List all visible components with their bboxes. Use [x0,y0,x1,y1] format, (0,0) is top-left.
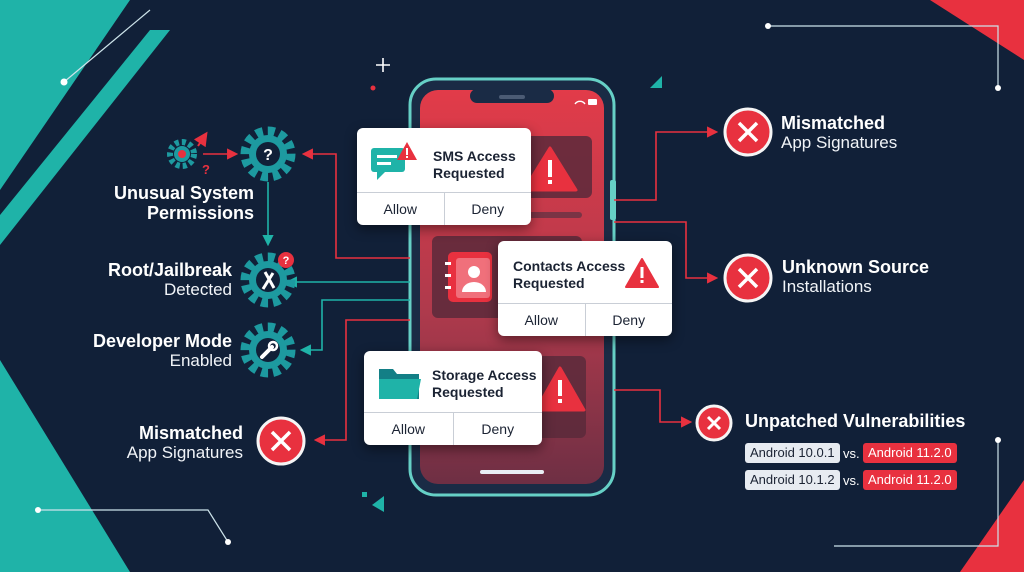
dialog-title-line2: Requested [433,164,505,181]
gear-question-icon: ? [240,126,296,182]
label-line2: Installations [782,276,872,296]
dialog-title-line2: Requested [513,274,585,291]
folder-icon [379,369,421,399]
label-line1: Unusual System [113,183,254,203]
latest-version: Android 11.2.0 [863,470,957,490]
label-line2: Permissions [146,202,254,223]
label-line2: Detected [163,279,232,299]
dialog-buttons: Allow Deny [364,412,542,445]
error-x-icon [723,107,773,157]
gear-wrench-icon: ? [240,252,296,308]
installed-version: Android 10.1.2 [745,470,840,490]
svg-text:?: ? [263,147,273,164]
dialog-buttons: Allow Deny [357,192,531,225]
small-gear-icon: ? [167,131,210,177]
allow-button[interactable]: Allow [383,201,417,217]
dialog-title-line1: SMS Access [433,148,516,164]
contacts-icon [445,252,492,302]
svg-text:?: ? [202,162,210,177]
error-x-icon [256,416,306,466]
label-line1: Developer Mode [92,331,232,351]
deny-button[interactable]: Deny [584,304,673,336]
error-x-icon [723,253,773,303]
label-line1: Unknown Source [782,257,930,277]
label-line2: App Signatures [126,442,243,462]
dialog-title-line2: Requested [432,383,504,400]
deny-button[interactable]: Deny [443,193,532,225]
svg-text:?: ? [283,255,290,267]
label-line2: App Signatures [781,132,898,152]
versus-text: vs. [843,473,860,488]
connectors-left [203,148,410,446]
label-line1: Mismatched [781,113,886,133]
dialog-buttons: Allow Deny [498,303,672,336]
deny-button[interactable]: Deny [452,413,543,445]
label-root-jailbreak: Root/Jailbreak Detected [107,260,232,299]
allow-button[interactable]: Allow [524,312,558,328]
error-x-icon [695,404,733,442]
dialog-title-line1: Storage Access [432,367,537,383]
label-line1: Mismatched [138,423,243,443]
warning-icon [534,366,586,412]
latest-version: Android 11.2.0 [863,443,957,463]
allow-button[interactable]: Allow [391,421,425,437]
label-unpatched-vulnerabilities: Unpatched Vulnerabilities [745,411,966,432]
warning-icon [625,258,659,288]
warning-icon [522,146,578,192]
versus-text: vs. [843,446,860,461]
label-line1: Root/Jailbreak [107,260,232,280]
installed-version: Android 10.0.1 [745,443,840,463]
dialog-title-line1: Contacts Access [513,258,626,274]
connectors-right [614,126,719,428]
gear-wrench-icon [240,322,296,378]
label-mismatched-signatures-left: Mismatched App Signatures [126,423,243,462]
label-line2: Enabled [169,350,232,370]
label-line1: Unpatched Vulnerabilities [745,411,966,431]
label-unknown-source: Unknown Source Installations [782,257,930,296]
label-mismatched-signatures-right: Mismatched App Signatures [781,113,898,152]
label-developer-mode: Developer Mode Enabled [92,331,232,370]
sms-icon [371,142,417,180]
label-unusual-system-permissions: Unusual System Permissions [113,183,254,224]
